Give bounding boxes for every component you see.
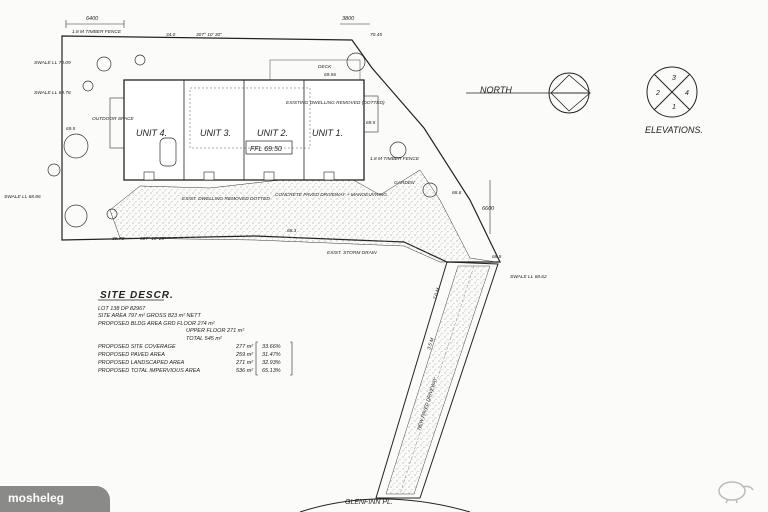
bearing: 307° 10' 20" [140,236,166,242]
north-arrow-icon [466,72,592,114]
watermark: mosheleg [0,486,110,512]
elevations-label: ELEVATIONS. [645,125,703,135]
dimension: 6600 [482,206,495,212]
coverage-value: 259 m² [235,352,253,358]
dimension: 6400 [86,16,99,22]
elevation-number: 4 [685,90,689,97]
unit-label: UNIT 4. [136,128,167,138]
dimension: 3800 [342,16,355,22]
dimension: 7.0 M [432,287,441,300]
note: EXIST. DWELLING REMOVED DOTTED [182,196,270,202]
unit-label: UNIT 3. [200,128,231,138]
coverage-pct: 32.93% [262,360,281,366]
dimension: 3.5 M [426,337,435,350]
note: GARDEN [394,180,415,186]
deck-label: DECK [318,64,332,70]
paved-driveway [109,169,497,263]
note: EXIST. STORM DRAIN [327,250,377,256]
level: 68.6 [452,190,462,196]
elevations-key-icon [646,66,698,118]
coverage-pct: 33.66% [262,344,281,350]
coverage-value: 536 m² [236,368,253,374]
site-line: PROPOSED BLDG AREA GRD FLOOR 274 m² [98,321,215,327]
note: SWALE LL 68.62 [510,274,547,280]
level: 68.3 [287,228,297,234]
site-line: UPPER FLOOR 271 m² [186,328,244,334]
level: 70.45 [370,32,382,38]
note: CONCRETE PAVED DRIVEWAY + MANOEUVRING [275,192,387,198]
note: 1.8 M TIMBER FENCE [72,29,122,35]
watermark-text: mosheleg [8,491,65,505]
note: SWALE LL 70.09 [34,60,71,66]
street-curve [299,498,471,512]
site-line: LOT 138 DP 82967 [98,306,146,312]
coverage-label: PROPOSED LANDSCAPED AREA [98,360,185,366]
note: OUTDOOR SPACE [92,116,135,122]
coverage-label: PROPOSED TOTAL IMPERVIOUS AREA [98,368,200,374]
coverage-pct: 31.47% [262,352,281,358]
elevation-number: 2 [655,90,660,97]
site-line: TOTAL 545 m² [186,336,222,342]
site-description-title: SITE DESCR. [100,290,174,301]
bearing: 307° 10' 30" [196,32,222,38]
coverage-label: PROPOSED PAVED AREA [98,352,165,358]
coverage-value: 277 m² [235,344,253,350]
level: 69.56 [324,72,336,78]
note: SWALE LL 68.86 [4,194,41,200]
elevation-number: 1 [672,104,676,111]
distance: 34.0 [166,32,176,38]
distance: 39.76 [112,236,124,242]
elevation-number: 3 [672,75,676,82]
lane-paving [385,265,491,495]
note: 1.8 M TIMBER FENCE [370,156,420,162]
car-icon [159,137,177,167]
ffl-label: FFL 69.50 [250,146,282,153]
coverage-pct: 65.13% [262,368,281,374]
unit-label: UNIT 1. [312,128,343,138]
note: EXISTING DWELLING REMOVED (DOTTED) [286,100,385,106]
street-name: GLENFINN PL. [345,499,393,506]
landscaping [47,52,438,228]
coverage-value: 271 m² [235,360,253,366]
unit-label: UNIT 2. [257,128,288,138]
level: 69.5 [66,126,76,132]
coverage-label: PROPOSED SITE COVERAGE [98,344,176,350]
level: 68.5 [492,254,502,260]
access-lane [375,261,499,499]
kiwi-logo-icon [718,481,754,504]
level: 69.5 [366,120,376,126]
note: SWALE LL 69.78 [34,90,71,96]
site-line: SITE AREA 797 m² GROSS 823 m² NETT [98,313,202,319]
north-label: NORTH [480,85,512,95]
